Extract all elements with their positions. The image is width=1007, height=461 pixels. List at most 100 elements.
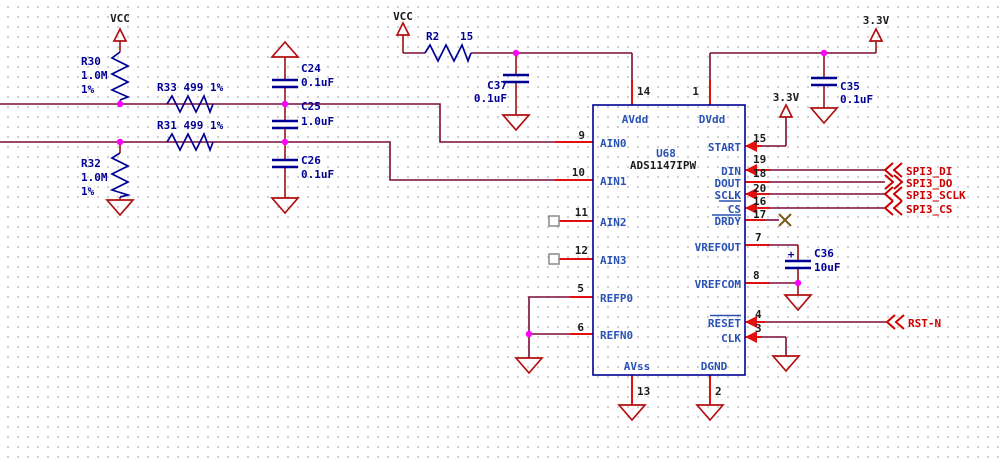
c37-ref: C37 xyxy=(487,79,507,92)
chevron-out-icon xyxy=(884,174,904,190)
wire-refp-refn xyxy=(528,296,570,335)
pin-name-reset: RESET xyxy=(708,317,741,330)
capacitor-c24-symbol[interactable] xyxy=(272,78,298,89)
resistor-r31-symbol[interactable] xyxy=(166,131,214,153)
resistor-r33-symbol[interactable] xyxy=(166,93,214,115)
nc-square-icon xyxy=(548,215,560,227)
capacitor-c35-symbol[interactable] xyxy=(811,76,837,87)
pin-name-ain1: AIN1 xyxy=(600,175,627,188)
input-arrow-icon xyxy=(745,188,757,200)
ground-icon xyxy=(783,294,813,312)
c26-value: 0.1uF xyxy=(301,168,334,181)
ground-symbols xyxy=(105,107,839,422)
pin-name-vrefcom: VREFCOM xyxy=(695,278,742,291)
net-label-spi3-cs[interactable]: SPI3_CS xyxy=(906,203,952,216)
ground-icon xyxy=(105,199,135,217)
pin-num-6: 6 xyxy=(577,321,584,334)
pin-name-din: DIN xyxy=(721,165,741,178)
pin-num-2: 2 xyxy=(715,385,722,398)
c36-value: 10uF xyxy=(814,261,841,274)
v33-label: 3.3V xyxy=(773,91,800,104)
pin-name-ain2: AIN2 xyxy=(600,216,627,229)
pin-num-12: 12 xyxy=(575,244,588,257)
pin-name-cs: CS xyxy=(728,203,741,216)
input-arrow-icon xyxy=(745,316,757,328)
input-arrow-icon xyxy=(745,140,757,152)
c25-ref: C25 xyxy=(301,100,321,113)
pin-num-13: 13 xyxy=(637,385,650,398)
chevron-in-icon xyxy=(883,186,903,202)
pin-num-18: 18 xyxy=(753,167,766,180)
ic-pin-stubs xyxy=(555,80,770,405)
pin-num-19: 19 xyxy=(753,153,766,166)
r2-value: 15 xyxy=(460,30,473,43)
v33-arrow-icon xyxy=(778,103,794,118)
c24-ref: C24 xyxy=(301,62,321,75)
r30-value: 1.0M xyxy=(81,69,108,82)
r32-value: 1.0M xyxy=(81,171,108,184)
pin-name-avss: AVss xyxy=(624,360,651,373)
pin-name-vrefout: VREFOUT xyxy=(695,241,742,254)
wire-ain1-net xyxy=(0,141,555,181)
capacitor-c36-symbol[interactable] xyxy=(785,259,811,270)
signal-wires xyxy=(0,52,887,358)
resistor-r2-symbol[interactable] xyxy=(424,42,472,64)
junction-dot xyxy=(116,138,124,146)
pin-num-10: 10 xyxy=(572,166,585,179)
capacitor-c26-symbol[interactable] xyxy=(272,158,298,169)
pin-num-14: 14 xyxy=(637,85,651,98)
power-arrow-symbols xyxy=(112,21,884,118)
pin-num-11: 11 xyxy=(575,206,589,219)
pin-name-refp0: REFP0 xyxy=(600,292,633,305)
v33-arrow-icon xyxy=(868,27,884,42)
vcc-arrow-icon xyxy=(112,27,128,42)
junction-dot xyxy=(820,49,828,57)
ground-icon xyxy=(617,404,647,422)
pin-name-dgnd: DGND xyxy=(701,360,728,373)
ground-icon xyxy=(501,114,531,132)
c37-value: 0.1uF xyxy=(474,92,507,105)
junction-dot xyxy=(281,138,289,146)
resistor-symbols[interactable] xyxy=(109,42,472,198)
r30-ref: R30 xyxy=(81,55,101,68)
resistor-r32-symbol[interactable] xyxy=(109,152,132,198)
pin-arrowheads xyxy=(745,140,757,343)
c36-polarity-plus: + xyxy=(788,248,795,261)
pin-num-20: 20 xyxy=(753,182,766,195)
capacitor-c37-symbol[interactable] xyxy=(503,73,529,84)
pin-num-3: 3 xyxy=(755,322,762,335)
net-label-spi3-do[interactable]: SPI3_DO xyxy=(906,177,953,190)
pin-num-8: 8 xyxy=(753,269,760,282)
ic-u68[interactable] xyxy=(592,104,746,376)
v33-label: 3.3V xyxy=(863,14,890,27)
junction-dot xyxy=(116,100,124,108)
c26-ref: C26 xyxy=(301,154,321,167)
pin-name-ain3: AIN3 xyxy=(600,254,627,267)
c36-ref: C36 xyxy=(814,247,834,260)
c35-ref: C35 xyxy=(840,80,860,93)
resistor-r30-symbol[interactable] xyxy=(109,51,131,101)
capacitor-symbols[interactable] xyxy=(272,73,837,270)
ic-body-outline[interactable] xyxy=(592,104,746,376)
wire-ain0-net xyxy=(0,103,555,143)
vcc-label: VCC xyxy=(393,10,413,23)
net-label-chevrons xyxy=(883,162,905,330)
input-arrow-icon xyxy=(745,331,757,343)
junction-dot xyxy=(281,100,289,108)
junction-dot xyxy=(512,49,520,57)
pin-num-15: 15 xyxy=(753,132,766,145)
pin-name-sclk: SCLK xyxy=(715,189,742,202)
ground-icon xyxy=(695,404,725,422)
junction-dot xyxy=(794,279,802,287)
pin-num-9: 9 xyxy=(578,129,585,142)
pin-num-7: 7 xyxy=(755,231,762,244)
junction-dots xyxy=(116,49,828,338)
net-label-spi3-di[interactable]: SPI3_DI xyxy=(906,165,952,178)
net-label-spi3-sclk[interactable]: SPI3_SCLK xyxy=(906,189,966,202)
pin-name-refn0: REFN0 xyxy=(600,329,633,342)
net-label-rst-n[interactable]: RST-N xyxy=(908,317,941,330)
capacitor-c25-symbol[interactable] xyxy=(272,119,298,130)
r2-ref: R2 xyxy=(426,30,439,43)
